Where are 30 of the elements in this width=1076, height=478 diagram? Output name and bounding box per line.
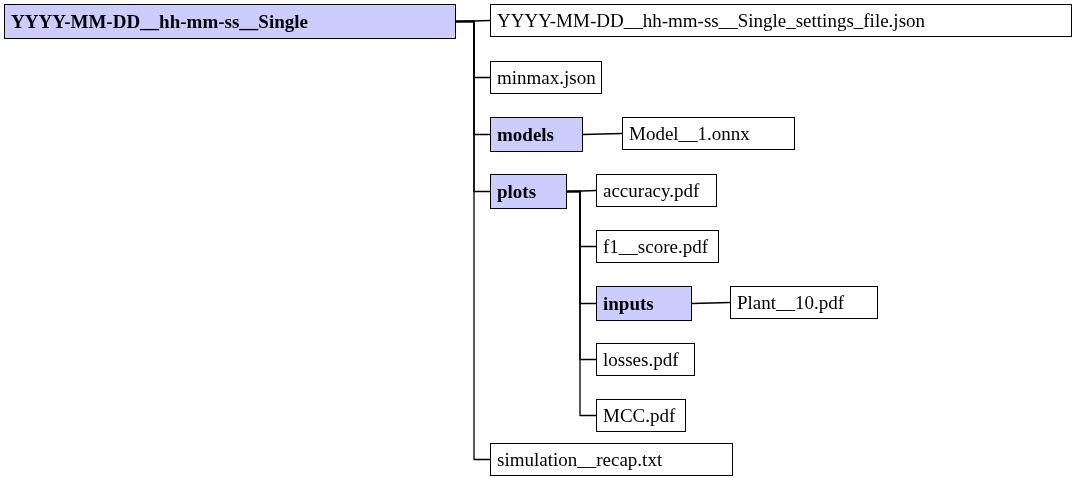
file-name: accuracy.pdf (603, 179, 700, 202)
connector-line (582, 132, 623, 136)
folder-name: plots (497, 180, 537, 203)
file-box (596, 230, 719, 263)
file-name: f1__score.pdf (603, 235, 708, 258)
file-box (596, 343, 695, 376)
file-box (622, 117, 795, 150)
folder-name: inputs (603, 292, 654, 315)
folder-name: models (497, 123, 554, 146)
file-box (596, 399, 686, 432)
file-name: YYYY-MM-DD__hh-mm-ss__Single_settings_file.json (497, 9, 926, 32)
connector-line (691, 301, 731, 305)
file-box (490, 61, 602, 94)
file-box (730, 286, 878, 319)
connector-line (455, 20, 491, 461)
folder-box (596, 286, 692, 321)
file-name: losses.pdf (603, 348, 679, 371)
file-name: Plant__10.pdf (737, 291, 845, 314)
connector-line (566, 190, 597, 417)
file-box (596, 174, 717, 207)
file-name: minmax.json (497, 66, 596, 89)
file-name: simulation__recap.txt (497, 448, 663, 471)
folder-box (4, 4, 456, 39)
folder-box (490, 117, 583, 152)
file-box (490, 4, 1072, 37)
file-name: MCC.pdf (603, 404, 676, 427)
file-box (490, 443, 733, 476)
folder-name: YYYY-MM-DD__hh-mm-ss__Single (11, 10, 308, 33)
file-name: Model__1.onnx (629, 122, 750, 145)
folder-box (490, 174, 567, 209)
